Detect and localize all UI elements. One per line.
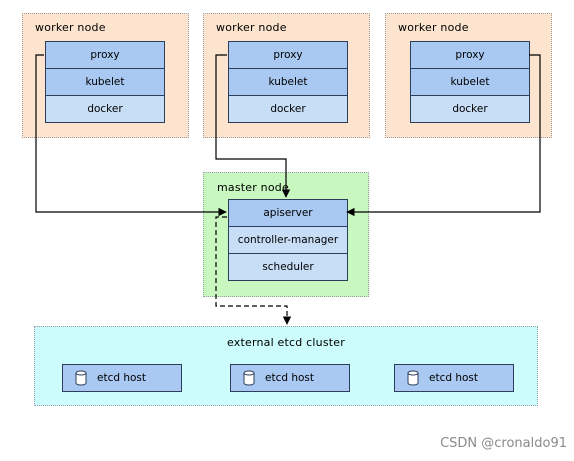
worker-node-1: worker node proxy kubelet docker bbox=[22, 13, 189, 138]
etcd-cluster: external etcd cluster etcd host etcd hos… bbox=[34, 326, 538, 406]
etcd-host-label: etcd host bbox=[265, 372, 315, 384]
connector-left-worker bbox=[35, 54, 227, 217]
worker-node-2: worker node proxy kubelet docker bbox=[203, 13, 370, 138]
database-icon bbox=[407, 370, 419, 386]
etcd-host-1: etcd host bbox=[62, 364, 182, 392]
kubelet-box: kubelet bbox=[228, 68, 348, 96]
connector-right-worker bbox=[346, 54, 541, 217]
apiserver-box: apiserver bbox=[228, 199, 348, 227]
database-icon bbox=[243, 370, 255, 386]
etcd-host-label: etcd host bbox=[97, 372, 147, 384]
worker-node-3: worker node proxy kubelet docker bbox=[385, 13, 552, 138]
controller-manager-box: controller-manager bbox=[228, 226, 348, 254]
etcd-cluster-title: external etcd cluster bbox=[227, 336, 345, 349]
kubelet-box: kubelet bbox=[45, 68, 165, 96]
worker-node-title: worker node bbox=[398, 21, 469, 34]
docker-box: docker bbox=[45, 95, 165, 123]
connector-apiserver-etcd bbox=[215, 216, 292, 325]
worker-node-title: worker node bbox=[35, 21, 106, 34]
etcd-host-label: etcd host bbox=[429, 372, 479, 384]
master-node-title: master node bbox=[217, 181, 289, 194]
database-icon bbox=[75, 370, 87, 386]
docker-box: docker bbox=[228, 95, 348, 123]
etcd-host-3: etcd host bbox=[394, 364, 514, 392]
connector-middle-worker bbox=[215, 54, 291, 198]
proxy-box: proxy bbox=[410, 41, 530, 69]
proxy-box: proxy bbox=[228, 41, 348, 69]
watermark: CSDN @cronaldo91 bbox=[440, 436, 567, 451]
etcd-host-2: etcd host bbox=[230, 364, 350, 392]
docker-box: docker bbox=[410, 95, 530, 123]
worker-node-title: worker node bbox=[216, 21, 287, 34]
scheduler-box: scheduler bbox=[228, 253, 348, 281]
